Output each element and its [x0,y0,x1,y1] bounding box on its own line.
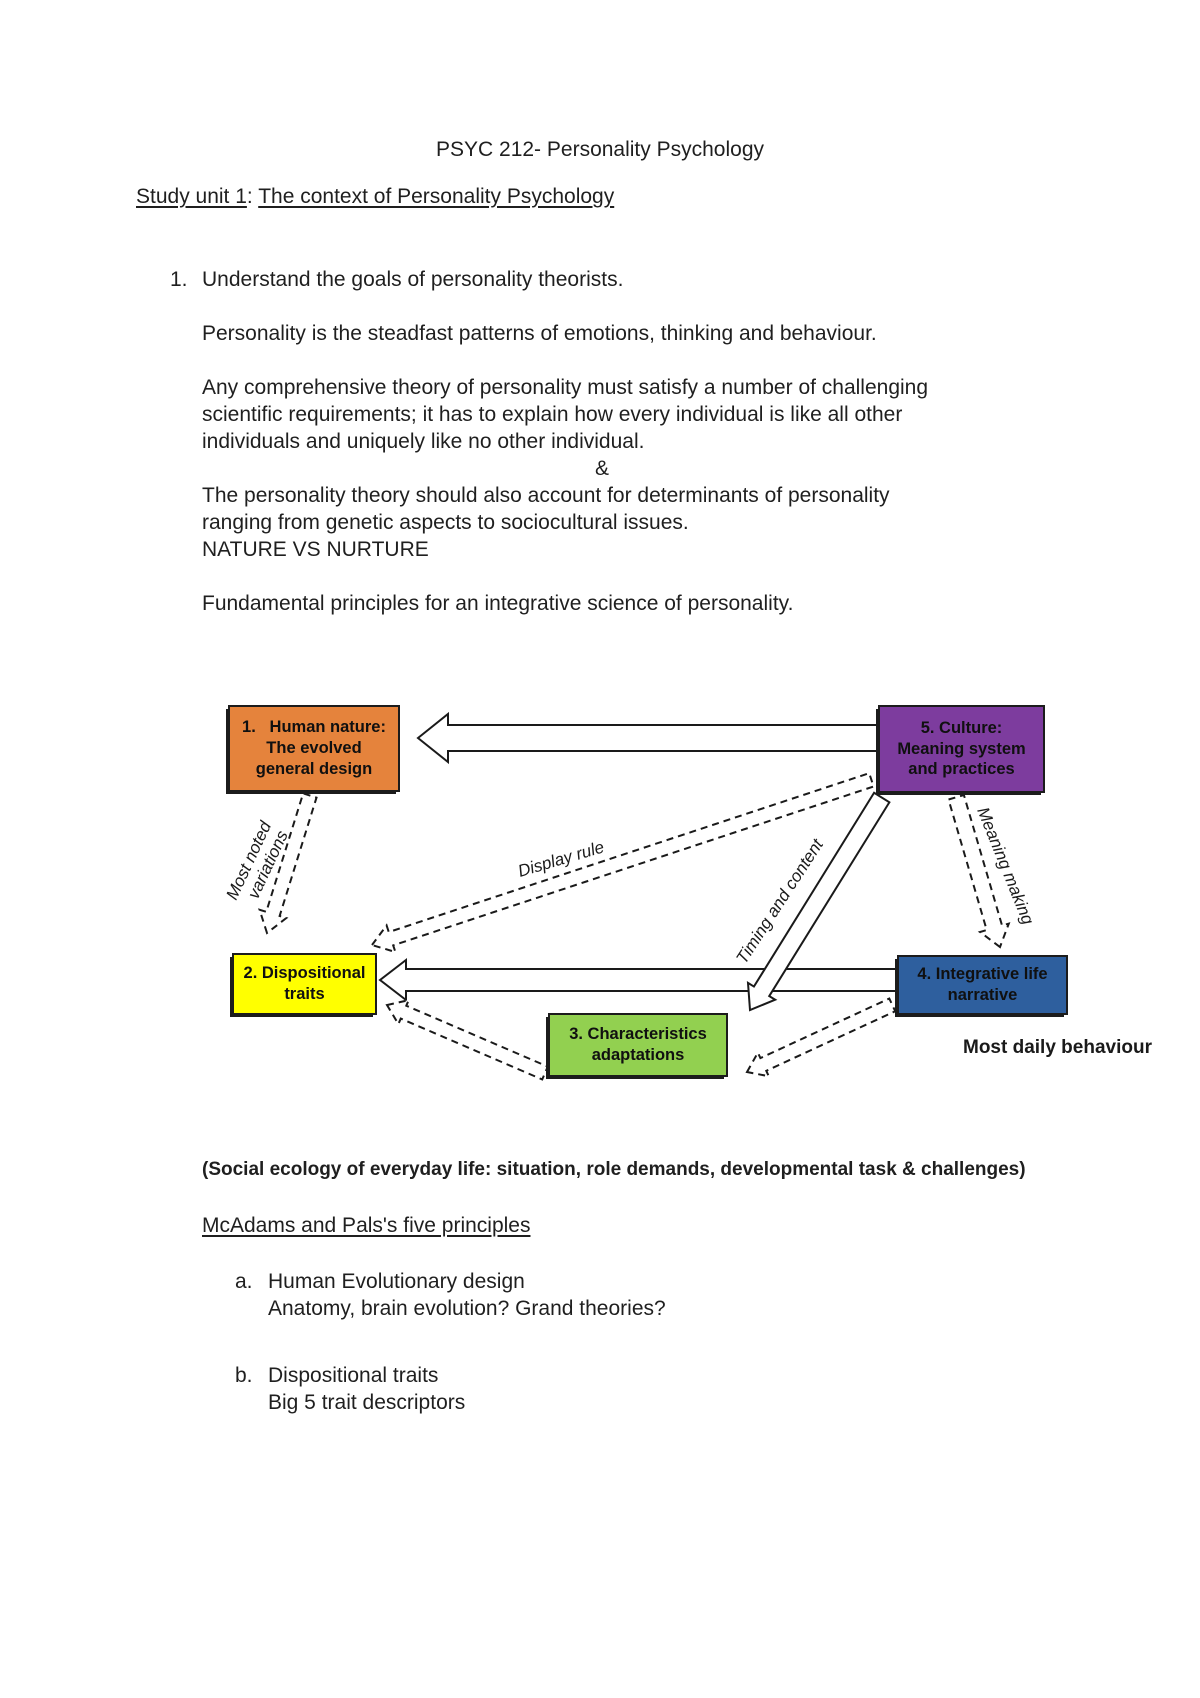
paragraph-comprehensive-theory: Any comprehensive theory of personality … [202,376,929,453]
diagram-arrows-canvas: Most noted variations Display rule Timin… [222,711,1038,1081]
principle-label: b. [235,1364,253,1387]
numbered-item-1: 1. Understand the goals of personality t… [170,266,1200,293]
principle-text: Human Evolutionary design Anatomy, brain… [268,1270,666,1320]
arrow-most-noted-variations [258,792,318,935]
paragraph-determinants: The personality theory should also accou… [202,484,890,534]
fundamental-principles-line: Fundamental principles for an integrativ… [202,592,794,615]
principle-label: a. [235,1270,253,1293]
arrow-meaning-making [947,793,1011,949]
paragraph-personality-definition: Personality is the steadfast patterns of… [202,322,877,345]
box-culture: 5. Culture: Meaning system and practices [878,705,1045,793]
study-unit-heading: Study unit 1: The context of Personality… [136,183,1200,210]
arrow-timing-and-content [746,791,891,1012]
ampersand-connector: & [594,457,609,480]
principle-item-a: a. Human Evolutionary design Anatomy, br… [235,1268,1200,1322]
box-dispositional-traits: 2. Dispositional traits [232,953,377,1015]
principles-diagram: Most noted variations Display rule Timin… [200,645,1200,1095]
caption-most-daily-behaviour: Most daily behaviour [963,1037,1152,1058]
study-unit-separator: : [246,185,259,208]
item-number: 1. [170,268,188,291]
arrow-characteristics-to-dispositional [385,998,550,1081]
arrow-culture-to-human-nature [416,711,879,765]
box-human-nature: 1. Human nature: The evolved general des… [228,705,400,792]
study-unit-title: The context of Personality Psychology [258,185,615,208]
nature-vs-nurture-line: NATURE VS NURTURE [202,538,429,561]
social-ecology-note: (Social ecology of everyday life: situat… [202,1159,1026,1180]
principle-text: Dispositional traits Big 5 trait descrip… [268,1364,466,1414]
arrow-narrative-to-characteristics [745,997,897,1078]
page-title: PSYC 212- Personality Psychology [436,138,764,161]
mcadams-heading: McAdams and Pals's five principles [202,1214,531,1237]
item-heading: Understand the goals of personality theo… [202,268,624,291]
box-integrative-life-narrative: 4. Integrative life narrative [897,955,1068,1015]
arrow-narrative-to-dispositional [378,957,898,1003]
arrow-display-rule [370,771,875,954]
box-characteristic-adaptations: 3. Characteristics adaptations [548,1013,728,1077]
study-unit-label: Study unit 1 [136,185,247,208]
principle-item-b: b. Dispositional traits Big 5 trait desc… [235,1362,1200,1416]
